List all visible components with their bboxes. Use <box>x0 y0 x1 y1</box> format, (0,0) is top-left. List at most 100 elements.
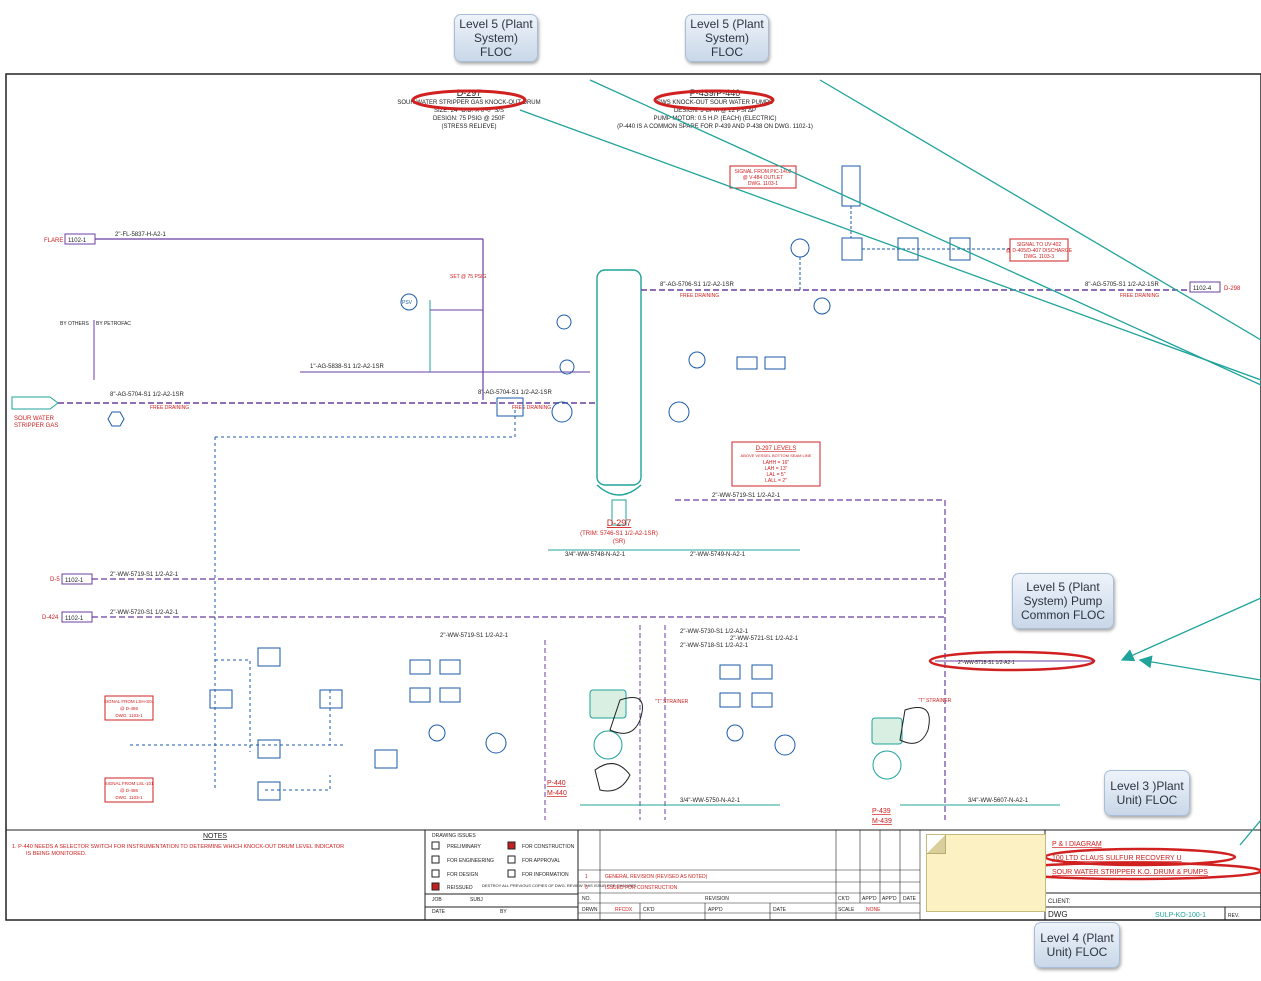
signal-note-top: SIGNAL FROM PIC-1402 @ V-484 OUTLET DWG.… <box>729 165 797 189</box>
callout-level4: Level 4 (Plant Unit) FLOC <box>1034 922 1120 968</box>
svg-text:ISSUED FOR CONSTRUCTION: ISSUED FOR CONSTRUCTION <box>605 885 678 891</box>
notes-block: NOTES 1. P-440 NEEDS A SELECTOR SWITCH F… <box>6 829 1261 920</box>
svg-text:3/4"-WW-5750-N-A2-1: 3/4"-WW-5750-N-A2-1 <box>680 798 741 804</box>
svg-text:SIGNAL FROM PIC-1402: SIGNAL FROM PIC-1402 <box>735 169 792 175</box>
svg-text:SIGNAL TO UV-402: SIGNAL TO UV-402 <box>1017 242 1062 248</box>
svg-text:1102-1: 1102-1 <box>68 238 87 244</box>
instrument-signal-lines <box>130 410 516 791</box>
pump-tag: P-439/P-440 <box>690 88 741 98</box>
svg-text:CLIENT:: CLIENT: <box>1048 899 1071 905</box>
svg-text:LALL = 2": LALL = 2" <box>765 478 787 484</box>
svg-text:D-424: D-424 <box>42 615 59 621</box>
signal-note-left-1: SIGNAL FROM LSH-S01 @ D-486 DWG. 1103-1 <box>104 695 155 721</box>
svg-text:CK'D: CK'D <box>838 896 850 902</box>
svg-text:DATE: DATE <box>773 907 787 913</box>
svg-text:LAH = 13": LAH = 13" <box>765 466 788 472</box>
svg-text:8"-AG-5705-S1 1/2-A2-1SR: 8"-AG-5705-S1 1/2-A2-1SR <box>1085 282 1159 288</box>
svg-text:M-440: M-440 <box>547 790 567 797</box>
svg-text:(SR): (SR) <box>613 539 625 545</box>
drum-highlight-ellipse <box>411 89 527 111</box>
svg-text:ABOVE VESSEL BOTTOM SEAM LINE: ABOVE VESSEL BOTTOM SEAM LINE <box>741 453 812 458</box>
svg-text:"T" STRAINER: "T" STRAINER <box>918 698 952 704</box>
svg-text:JOB: JOB <box>432 897 442 903</box>
svg-text:2"-WW-5719-S1 1/2-A2-1: 2"-WW-5719-S1 1/2-A2-1 <box>712 493 781 499</box>
callout-level5-pumps: Level 5 (Plant System) FLOC <box>685 14 769 62</box>
svg-text:SCALE: SCALE <box>838 907 855 913</box>
pump-p440: P-440 M-440 "T" STRAINER <box>547 689 689 797</box>
svg-text:APP'D: APP'D <box>708 907 723 913</box>
svg-text:PSV: PSV <box>402 300 413 306</box>
svg-text:(TRIM: 5746-S1 1/2-A2-1SR): (TRIM: 5746-S1 1/2-A2-1SR) <box>580 531 658 537</box>
svg-text:NO.: NO. <box>582 896 591 902</box>
svg-text:1"-AG-5838-S1 1/2-A2-1SR: 1"-AG-5838-S1 1/2-A2-1SR <box>310 364 384 370</box>
svg-text:1102-1: 1102-1 <box>65 578 84 584</box>
svg-text:REISSUED: REISSUED <box>447 885 473 891</box>
drum-drain-lines: 2"-WW-5719-S1 1/2-A2-1 3/4"-WW-5748-N-A2… <box>548 493 946 820</box>
svg-text:LAHH = 16": LAHH = 16" <box>763 460 790 466</box>
title-line-1: P & I DIAGRAM <box>1052 841 1102 848</box>
svg-text:DRAWING ISSUES: DRAWING ISSUES <box>432 833 476 839</box>
svg-text:IS BEING MONITORED.: IS BEING MONITORED. <box>26 851 87 857</box>
svg-text:2"-WW-5719-S1 1/2-A2-1: 2"-WW-5719-S1 1/2-A2-1 <box>440 633 509 639</box>
pump-title: SWS KNOCK-OUT SOUR WATER PUMPS <box>657 100 773 106</box>
svg-text:BY PETROFAC: BY PETROFAC <box>96 321 131 327</box>
svg-text:BY OTHERS: BY OTHERS <box>60 321 89 327</box>
svg-text:LAL = 5": LAL = 5" <box>767 472 786 478</box>
svg-text:FOR INFORMATION: FOR INFORMATION <box>522 872 569 878</box>
svg-text:8"-AG-5704-S1 1/2-A2-1SR: 8"-AG-5704-S1 1/2-A2-1SR <box>478 390 552 396</box>
svg-text:REVISION: REVISION <box>705 896 729 902</box>
drum-note: (STRESS RELIEVE) <box>441 124 496 130</box>
title-line-3: SOUR WATER STRIPPER K.O. DRUM & PUMPS <box>1052 869 1208 876</box>
svg-text:8"-AG-5706-S1 1/2-A2-1SR: 8"-AG-5706-S1 1/2-A2-1SR <box>660 282 734 288</box>
svg-text:FOR ENGINEERING: FOR ENGINEERING <box>447 858 494 864</box>
pump-note: (P-440 IS A COMMON SPARE FOR P-439 AND P… <box>617 124 813 130</box>
svg-text:2"-WW-5720-S1 1/2-A2-1: 2"-WW-5720-S1 1/2-A2-1 <box>110 610 179 616</box>
common-floc-ellipse <box>928 650 1096 672</box>
svg-text:@ V-484 OUTLET: @ V-484 OUTLET <box>743 175 784 181</box>
svg-text:SIGNAL FROM LSH-S01: SIGNAL FROM LSH-S01 <box>104 699 155 704</box>
svg-text:APP'D: APP'D <box>862 896 877 902</box>
svg-text:BY: BY <box>500 909 507 915</box>
svg-text:2"-FL-5837-H-A2-1: 2"-FL-5837-H-A2-1 <box>115 232 166 238</box>
svg-text:SUBJ: SUBJ <box>470 897 483 903</box>
svg-text:DWG. 1103-1: DWG. 1103-1 <box>115 713 143 718</box>
flare-line: FLARE 1102-1 2"-FL-5837-H-A2-1 <box>44 232 484 400</box>
svg-text:STRIPPER GAS: STRIPPER GAS <box>14 423 58 429</box>
svg-text:3/4"-WW-5607-N-A2-1: 3/4"-WW-5607-N-A2-1 <box>968 798 1029 804</box>
svg-text:REV.: REV. <box>1228 913 1239 919</box>
inlet-gas-line: SOUR WATER STRIPPER GAS 8"-AG-5704-S1 1/… <box>11 320 597 429</box>
svg-text:0: 0 <box>585 885 588 891</box>
svg-text:FOR CONSTRUCTION: FOR CONSTRUCTION <box>522 844 575 850</box>
svg-text:P-440: P-440 <box>547 780 566 787</box>
svg-text:APP'D: APP'D <box>882 896 897 902</box>
svg-text:DATE: DATE <box>432 909 446 915</box>
svg-text:M-439: M-439 <box>872 818 892 825</box>
drawing-issues-block: DRAWING ISSUES PRELIMINARY FOR ENGINEERI… <box>425 830 637 920</box>
svg-text:"T" STRAINER: "T" STRAINER <box>655 699 689 705</box>
svg-text:FREE DRAINING: FREE DRAINING <box>680 293 719 299</box>
svg-text:2"-WW-5718-S1 1/2-A2-1: 2"-WW-5718-S1 1/2-A2-1 <box>958 660 1015 666</box>
pump-design: DESIGN: 5 GPM @ 22 PSI ΔP <box>674 108 756 114</box>
svg-text:DATE: DATE <box>903 896 917 902</box>
svg-text:@ D-486: @ D-486 <box>120 788 139 793</box>
svg-text:2"-WW-5719-S1 1/2-A2-1: 2"-WW-5719-S1 1/2-A2-1 <box>110 572 179 578</box>
callout-leaders <box>519 79 1261 846</box>
svg-text:PRELIMINARY: PRELIMINARY <box>447 844 481 850</box>
svg-text:D-297: D-297 <box>607 518 632 528</box>
revision-table: 1 GENERAL REVISION (REVISED AS NOTED) 0 … <box>578 830 921 920</box>
svg-text:2"-WW-5721-S1 1/2-A2-1: 2"-WW-5721-S1 1/2-A2-1 <box>730 636 799 642</box>
drum-levels-box: D-297 LEVELS ABOVE VESSEL BOTTOM SEAM LI… <box>731 441 821 487</box>
svg-text:DWG: DWG <box>1048 910 1068 919</box>
svg-text:FREE DRAINING: FREE DRAINING <box>1120 293 1159 299</box>
svg-text:GENERAL REVISION (REVISED AS N: GENERAL REVISION (REVISED AS NOTED) <box>605 874 708 880</box>
drum-size: SIZE: 24" O.D. X 6'-0" S/S <box>434 108 504 114</box>
svg-text:DWG. 1103-1: DWG. 1103-1 <box>115 795 143 800</box>
svg-text:@ D-486: @ D-486 <box>120 706 139 711</box>
svg-text:2"-WW-5730-S1 1/2-A2-1: 2"-WW-5730-S1 1/2-A2-1 <box>680 629 749 635</box>
svg-text:CK'D: CK'D <box>643 907 655 913</box>
svg-text:D-297 LEVELS: D-297 LEVELS <box>756 446 797 452</box>
signal-note-right: SIGNAL TO UV-402 @ D-405/D-407 DISCHARGE… <box>1006 238 1073 262</box>
svg-text:SET @ 75 PSIG: SET @ 75 PSIG <box>450 274 486 280</box>
svg-text:SULP-KO-100-1: SULP-KO-100-1 <box>1155 912 1206 919</box>
svg-text:DWG. 1103-3: DWG. 1103-3 <box>1024 254 1054 260</box>
